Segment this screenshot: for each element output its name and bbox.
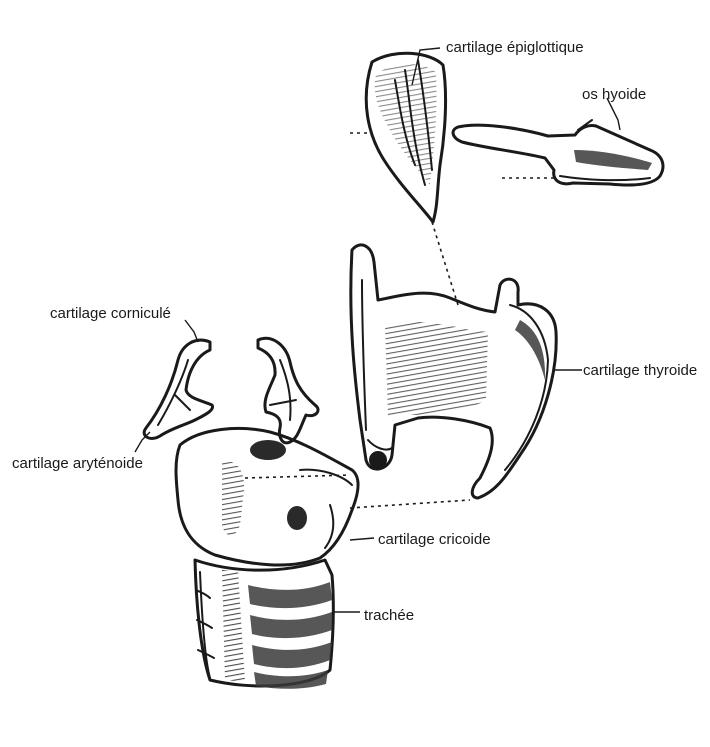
trachea-rings [196,582,332,689]
label-cricoid-cartilage: cartilage cricoide [378,531,491,548]
label-thyroid-cartilage: cartilage thyroide [583,362,697,379]
cricoid-cartilage-shape [176,428,358,565]
label-epiglottic-cartilage: cartilage épiglottique [446,39,584,56]
hyoid-bone-shape [453,120,663,185]
thyroid-cartilage-shape [351,245,556,498]
arytenoid-cartilage-left-shape [144,340,212,438]
label-hyoid-bone: os hyoide [582,86,646,103]
leader-corniculate [185,320,198,342]
epiglottic-cartilage-shape [350,53,446,222]
label-trachea: trachée [364,607,414,624]
trachea-shape [195,560,333,689]
label-corniculate-cartilage: cartilage corniculé [50,305,171,322]
leader-arytenoid [135,432,150,452]
arytenoid-cartilage-right-shape [258,338,318,443]
leader-cricoid [350,538,374,540]
label-arytenoid-cartilage: cartilage aryténoide [12,455,143,472]
